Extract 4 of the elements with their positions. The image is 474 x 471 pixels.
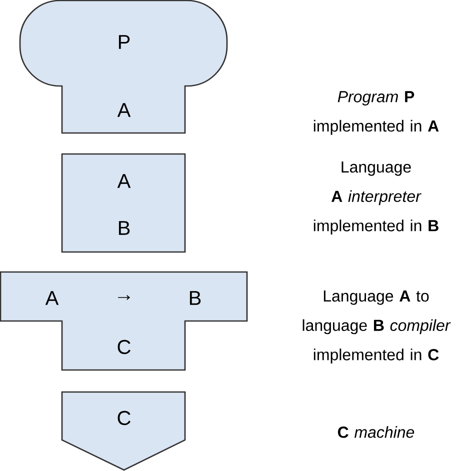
description-text: C machine	[338, 426, 414, 438]
description-text: Language A to language B compiler implemented in C	[302, 290, 451, 364]
description-text: Program P implemented in A	[314, 91, 439, 135]
description-text: Language A interpreter implemented in B	[314, 162, 438, 234]
